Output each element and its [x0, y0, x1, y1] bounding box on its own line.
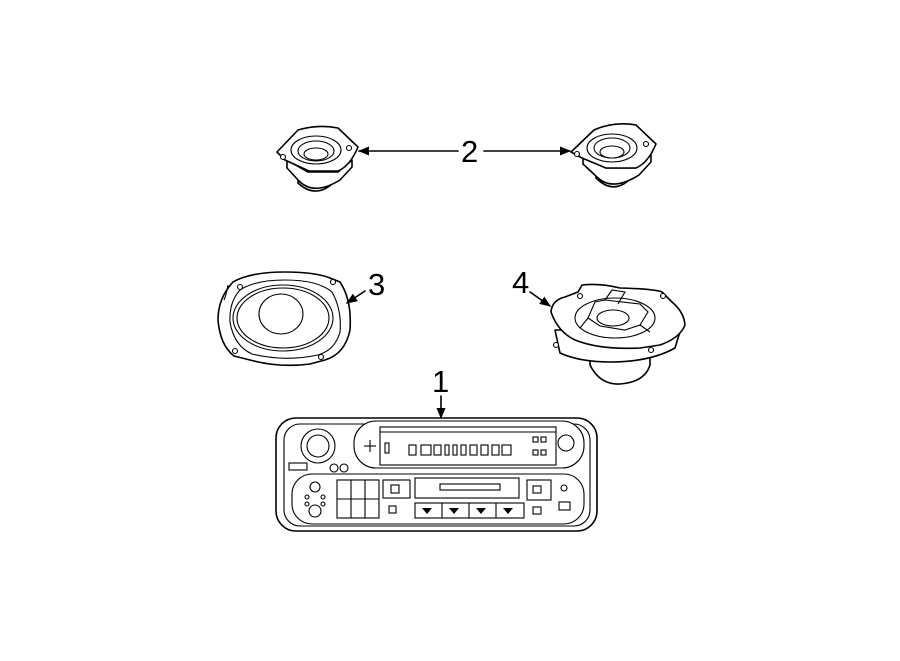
callout-3-label: 3 [368, 267, 385, 302]
tweeter-left [276, 125, 359, 192]
callout-4-label: 4 [512, 265, 529, 300]
round-speaker [550, 283, 686, 385]
callout-3: 3 [346, 267, 385, 304]
callout-4: 4 [512, 265, 551, 307]
callout-1-label: 1 [432, 364, 449, 399]
callout-1: 1 [432, 364, 449, 420]
callout-2-label: 2 [461, 134, 478, 169]
tweeter-right [570, 123, 657, 188]
radio-receiver [275, 417, 598, 532]
callout-2: 2 [357, 134, 572, 169]
oval-speaker [217, 271, 352, 367]
